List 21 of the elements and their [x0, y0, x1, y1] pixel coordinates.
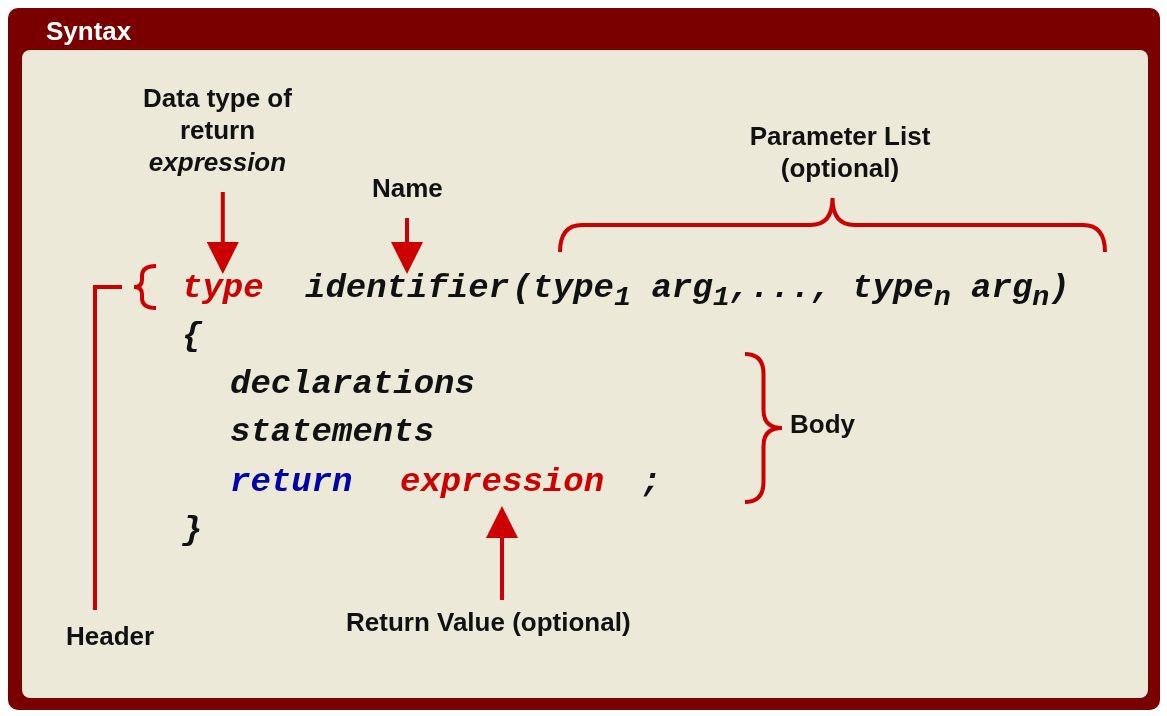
title: Syntax: [46, 15, 132, 48]
annotation-label: Header: [66, 620, 155, 652]
leader-line: [93, 285, 122, 610]
code-text: ;: [641, 462, 662, 502]
code-identifier: identifier: [305, 268, 510, 308]
code-expression: expression: [400, 462, 605, 502]
code-text: statements: [230, 412, 435, 452]
annotation-label: Name: [372, 172, 443, 204]
arrow: [391, 218, 423, 274]
annotation-label: Parameter List (optional): [700, 120, 980, 184]
code-text: (type$_{1}$ arg$_{1}$,..., type$_{n}$ arg$_{n}$): [512, 268, 1070, 316]
arrow: [486, 506, 518, 600]
arrow: [206, 192, 239, 274]
annotation-label: Return Value (optional): [346, 606, 631, 638]
code-text: {: [182, 316, 203, 356]
code-keyword: return: [230, 462, 353, 502]
code-text: declarations: [230, 364, 475, 404]
code-text: }: [182, 510, 203, 550]
annotation-label: Body: [790, 408, 855, 440]
annotation-label: Data type of return expression: [110, 82, 325, 178]
code-keyword: type: [182, 268, 264, 308]
